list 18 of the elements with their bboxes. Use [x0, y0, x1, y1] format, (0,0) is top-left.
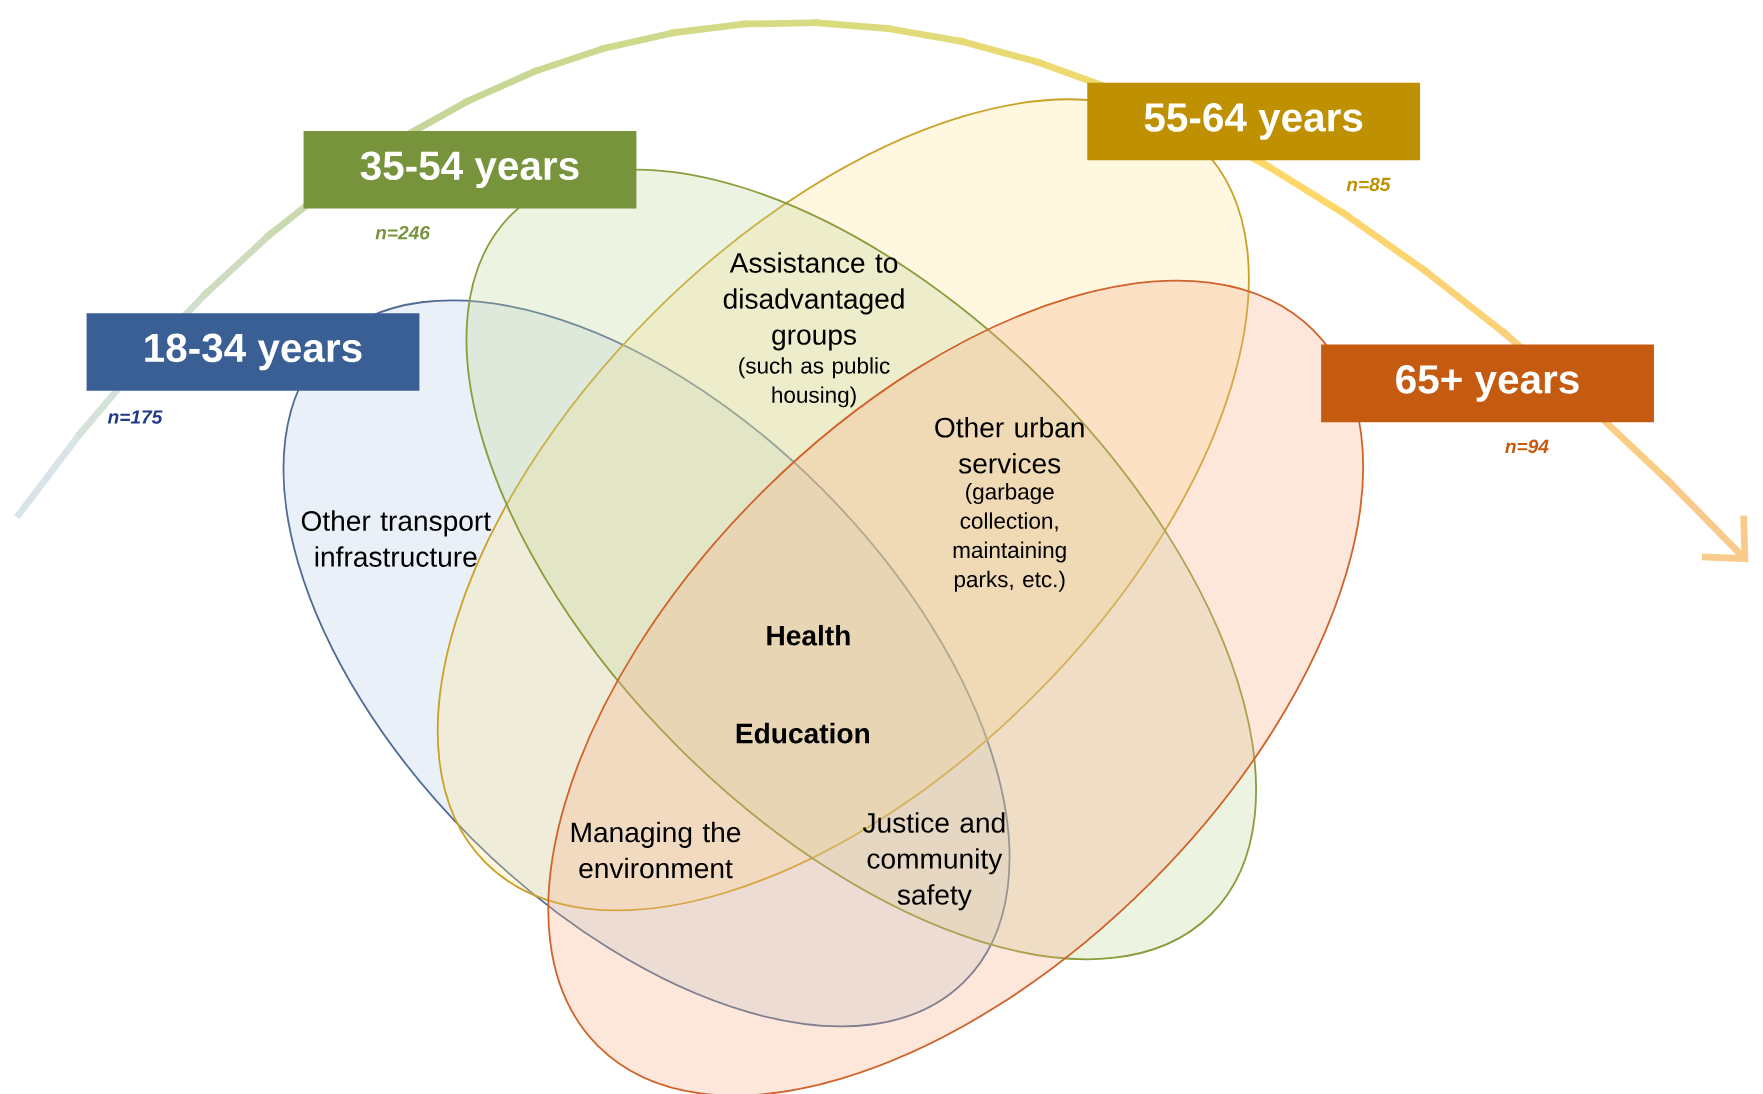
- age-group-box: 65+ years: [1321, 344, 1654, 423]
- region-label: Justice and community safety: [862, 812, 1005, 911]
- region-label: Assistance to disadvantaged groups: [723, 252, 904, 351]
- venn-ellipse: [547, 279, 1364, 1094]
- age-group-box: 55-64 years: [1087, 82, 1421, 161]
- region-label: (garbage collection, maintaining parks, etc.): [953, 483, 1066, 592]
- region-label: Education: [736, 722, 869, 744]
- sample-size: n=246: [375, 226, 430, 240]
- region-label: Other urban services: [935, 416, 1084, 474]
- sample-size: n=94: [1505, 439, 1549, 454]
- region-label: (such as public housing): [739, 357, 890, 408]
- region-label: Other transport infrastructure: [301, 510, 491, 567]
- sample-size: n=175: [107, 410, 163, 424]
- sample-size: n=85: [1346, 177, 1391, 192]
- age-group-box: 35-54 years: [303, 131, 637, 209]
- age-group-box: 18-34 years: [86, 313, 420, 391]
- region-label: Health: [767, 624, 850, 646]
- region-label: Managing the environment: [571, 821, 741, 879]
